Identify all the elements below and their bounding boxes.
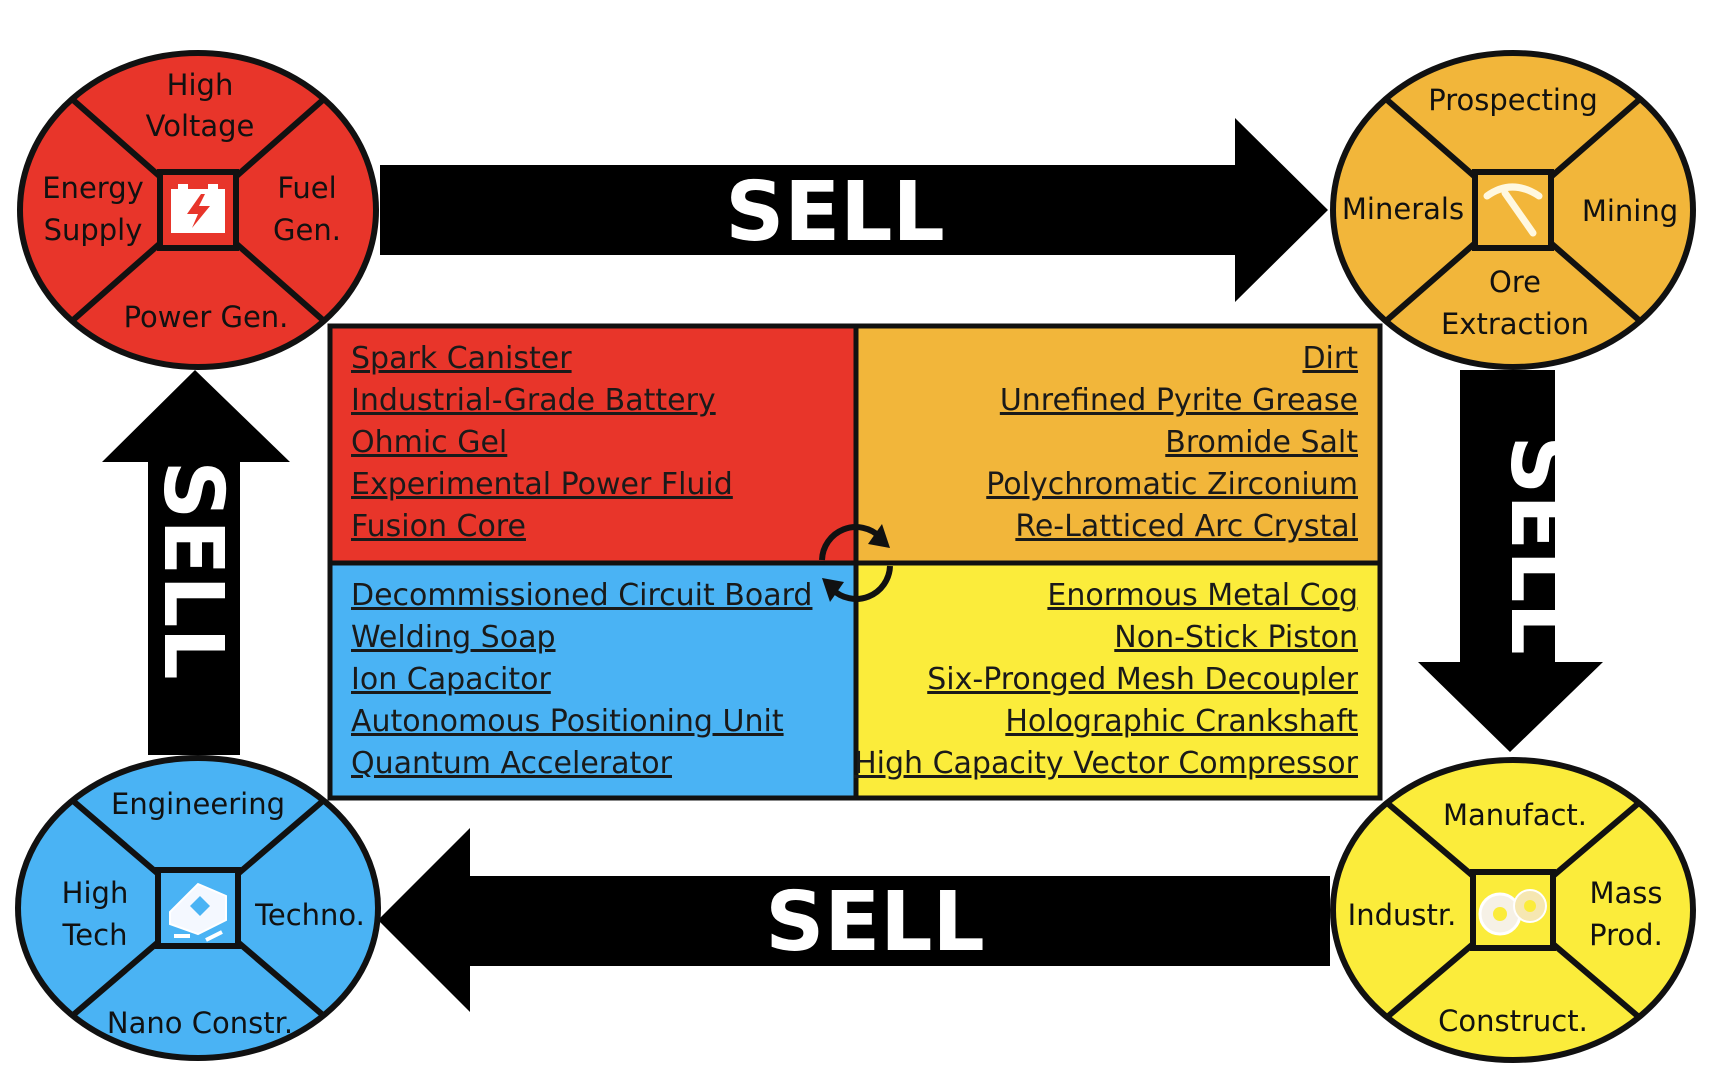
- industry-item[interactable]: Non-Stick Piston: [1114, 620, 1358, 655]
- industry-label-bottom: Construct.: [1438, 1004, 1588, 1038]
- mining-label-top: Prospecting: [1428, 83, 1598, 117]
- mining-item[interactable]: Dirt: [1302, 341, 1358, 376]
- engineering-label-left: Tech: [62, 918, 128, 952]
- industry-label-top: Manufact.: [1443, 798, 1587, 832]
- industry-label-left: Industr.: [1348, 898, 1457, 932]
- engineering-label-bottom: Nano Constr.: [107, 1006, 293, 1040]
- sell-label-right: SELL: [1492, 435, 1587, 655]
- engineering-item[interactable]: Decommissioned Circuit Board: [351, 578, 812, 613]
- industry-item[interactable]: High Capacity Vector Compressor: [854, 746, 1359, 781]
- mining-item[interactable]: Polychromatic Zirconium: [986, 467, 1358, 502]
- engineering-items-panel: [330, 563, 856, 798]
- mining-label-bottom: Extraction: [1441, 307, 1589, 341]
- energy-item[interactable]: Spark Canister: [351, 341, 572, 376]
- circuit-chip-icon: [169, 882, 227, 942]
- item-grid: Spark Canister Industrial-Grade Battery …: [327, 323, 1383, 801]
- industry-item[interactable]: Holographic Crankshaft: [1005, 704, 1358, 739]
- energy-label-left: Energy: [42, 171, 144, 205]
- mining-item[interactable]: Re-Latticed Arc Crystal: [1015, 509, 1358, 544]
- industry-wheel: Manufact. Industr. Mass Prod. Construct.: [1330, 757, 1696, 1063]
- sell-label-left: SELL: [145, 460, 240, 680]
- mining-wheel: Prospecting Minerals Mining Ore Extracti…: [1330, 50, 1696, 370]
- industry-items-panel: [856, 563, 1380, 798]
- energy-label-top: High: [167, 68, 234, 102]
- energy-label-right: Gen.: [273, 213, 341, 247]
- energy-label-bottom: Power Gen.: [124, 300, 289, 334]
- gears-icon: [1478, 889, 1547, 936]
- industry-label-right: Prod.: [1589, 918, 1663, 952]
- engineering-wheel: Engineering High Tech Techno. Nano Const…: [15, 755, 381, 1061]
- sell-label-bottom: SELL: [765, 875, 985, 970]
- engineering-label-top: Engineering: [111, 787, 285, 821]
- engineering-item[interactable]: Ion Capacitor: [351, 662, 551, 697]
- engineering-label-right: Techno.: [254, 898, 365, 932]
- mining-item[interactable]: Bromide Salt: [1165, 425, 1358, 460]
- engineering-item[interactable]: Welding Soap: [351, 620, 556, 655]
- energy-item[interactable]: Experimental Power Fluid: [351, 467, 733, 502]
- energy-items-panel: [330, 326, 856, 563]
- mining-label-left: Minerals: [1342, 192, 1464, 226]
- sell-arrow-right: SELL: [1418, 370, 1603, 752]
- industry-item[interactable]: Enormous Metal Cog: [1047, 578, 1358, 613]
- energy-item[interactable]: Fusion Core: [351, 509, 526, 544]
- battery-icon: [171, 184, 225, 233]
- engineering-item[interactable]: Quantum Accelerator: [351, 746, 673, 781]
- sell-arrow-bottom: SELL: [378, 828, 1330, 1012]
- energy-item[interactable]: Ohmic Gel: [351, 425, 507, 460]
- mining-label-right: Mining: [1582, 194, 1678, 228]
- engineering-item[interactable]: Autonomous Positioning Unit: [351, 704, 784, 739]
- energy-item[interactable]: Industrial-Grade Battery: [351, 383, 716, 418]
- energy-label-left: Supply: [44, 213, 143, 247]
- mining-label-bottom: Ore: [1489, 265, 1541, 299]
- industry-label-right: Mass: [1589, 876, 1662, 910]
- engineering-label-left: High: [62, 876, 129, 910]
- industry-item[interactable]: Six-Pronged Mesh Decoupler: [927, 662, 1358, 697]
- mining-items-panel: [856, 326, 1380, 563]
- sell-arrow-top: SELL: [380, 118, 1328, 302]
- pickaxe-icon: [1483, 183, 1543, 237]
- sell-arrow-left: SELL: [102, 370, 290, 755]
- sell-label-top: SELL: [725, 165, 945, 260]
- energy-label-right: Fuel: [277, 171, 336, 205]
- energy-wheel: High Voltage Energy Supply Fuel Gen. Pow…: [17, 50, 379, 370]
- mining-item[interactable]: Unrefined Pyrite Grease: [1000, 383, 1358, 418]
- cycle-arrows-icon: [819, 524, 893, 602]
- energy-label-top: Voltage: [146, 109, 255, 143]
